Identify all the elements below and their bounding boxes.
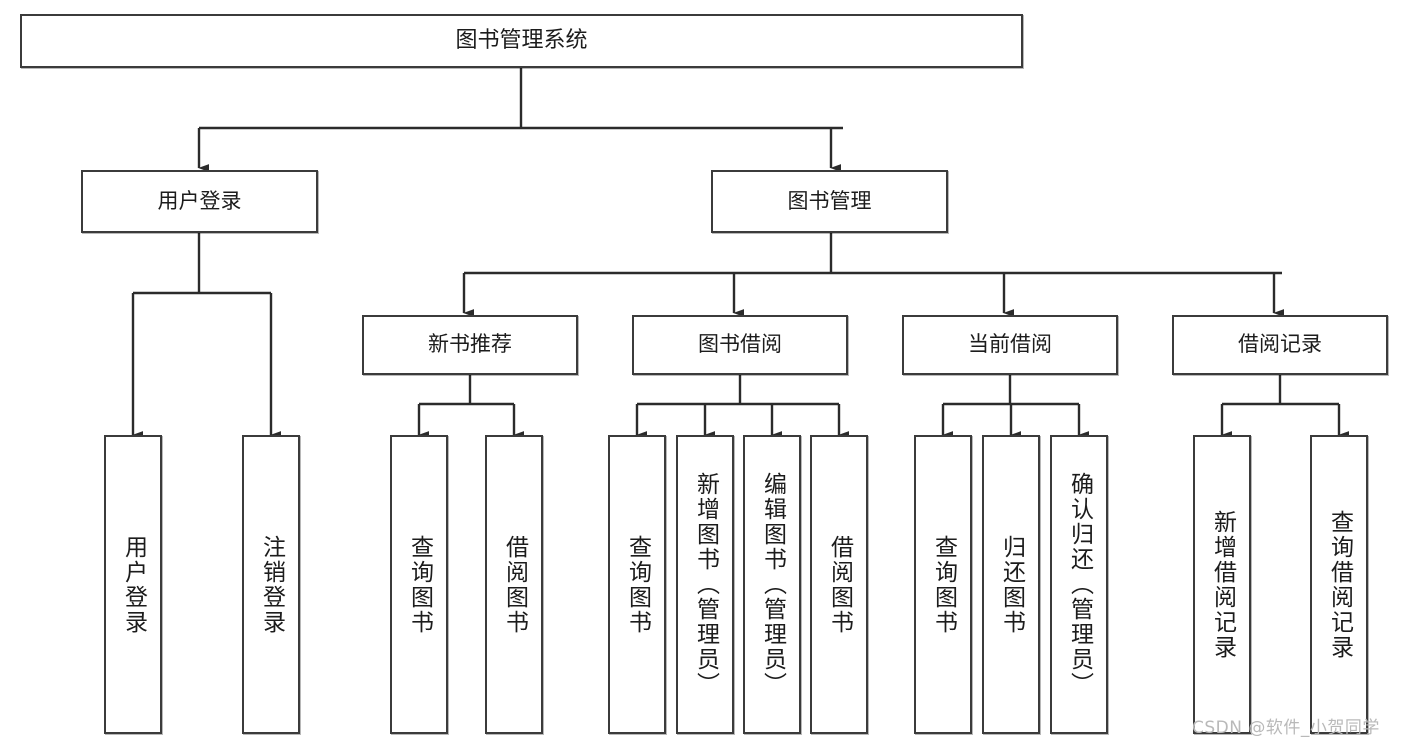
leaf-borrow-borrow-book-label: 借阅图书 — [826, 534, 853, 635]
leaf-borrow-edit-book-admin[interactable]: 编辑图书（管理员） — [743, 435, 801, 734]
node-new-book-recommendation[interactable]: 新书推荐 — [362, 315, 578, 375]
leaf-recommend-borrow-book[interactable]: 借阅图书 — [485, 435, 543, 734]
leaf-recommend-query-book[interactable]: 查询图书 — [390, 435, 448, 734]
node-book-borrow-label: 图书借阅 — [698, 332, 782, 357]
node-book-management[interactable]: 图书管理 — [711, 170, 948, 233]
leaf-current-return-book[interactable]: 归还图书 — [982, 435, 1040, 734]
node-user-login-label: 用户登录 — [157, 188, 242, 213]
leaf-borrow-borrow-book[interactable]: 借阅图书 — [810, 435, 868, 734]
leaf-user-login-label: 用户登录 — [120, 534, 147, 635]
leaf-current-confirm-return-admin[interactable]: 确认归还（管理员） — [1050, 435, 1108, 734]
leaf-borrow-add-book-admin-label: 新增图书（管理员） — [692, 472, 719, 697]
node-current-borrow-label: 当前借阅 — [968, 332, 1052, 357]
leaf-user-login[interactable]: 用户登录 — [104, 435, 162, 734]
leaf-borrow-add-book-admin[interactable]: 新增图书（管理员） — [676, 435, 734, 734]
leaf-recommend-query-book-label: 查询图书 — [406, 534, 433, 635]
node-root-book-management-system[interactable]: 图书管理系统 — [20, 14, 1023, 68]
leaf-current-confirm-return-admin-label: 确认归还（管理员） — [1066, 472, 1093, 697]
leaf-record-add-borrow-record-label: 新增借阅记录 — [1209, 509, 1236, 660]
leaf-borrow-query-book-label: 查询图书 — [624, 534, 651, 635]
node-root-label: 图书管理系统 — [455, 27, 588, 53]
leaf-record-query-borrow-record-label: 查询借阅记录 — [1326, 509, 1353, 660]
node-book-management-label: 图书管理 — [787, 188, 872, 213]
node-book-borrow[interactable]: 图书借阅 — [632, 315, 848, 375]
node-user-login[interactable]: 用户登录 — [81, 170, 318, 233]
leaf-borrow-edit-book-admin-label: 编辑图书（管理员） — [759, 472, 786, 697]
node-current-borrow[interactable]: 当前借阅 — [902, 315, 1118, 375]
leaf-current-query-book[interactable]: 查询图书 — [914, 435, 972, 734]
leaf-record-add-borrow-record[interactable]: 新增借阅记录 — [1193, 435, 1251, 734]
leaf-user-logout[interactable]: 注销登录 — [242, 435, 300, 734]
node-borrow-record-label: 借阅记录 — [1238, 332, 1322, 357]
node-new-book-recommendation-label: 新书推荐 — [428, 332, 512, 357]
csdn-watermark: CSDN @软件_小贺同学 — [1192, 718, 1380, 738]
leaf-current-return-book-label: 归还图书 — [998, 534, 1025, 635]
leaf-current-query-book-label: 查询图书 — [930, 534, 957, 635]
leaf-borrow-query-book[interactable]: 查询图书 — [608, 435, 666, 734]
leaf-recommend-borrow-book-label: 借阅图书 — [501, 534, 528, 635]
node-borrow-record[interactable]: 借阅记录 — [1172, 315, 1388, 375]
leaf-record-query-borrow-record[interactable]: 查询借阅记录 — [1310, 435, 1368, 734]
leaf-user-logout-label: 注销登录 — [258, 534, 285, 635]
